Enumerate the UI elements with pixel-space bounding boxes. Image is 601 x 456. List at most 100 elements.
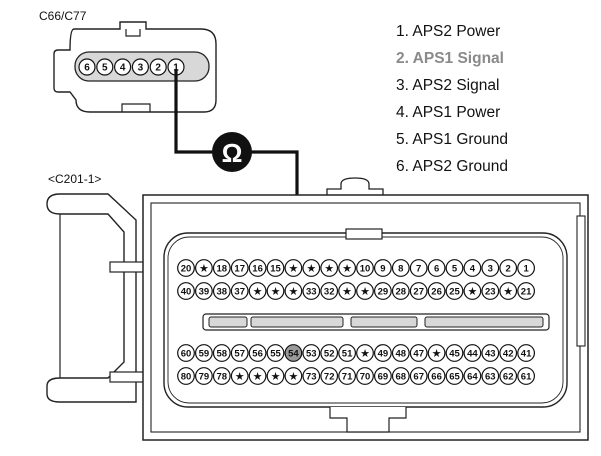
pin-label: 16 <box>252 263 263 274</box>
pin-circle <box>409 367 428 385</box>
pin-circle <box>499 367 518 385</box>
pin-circle <box>338 367 357 385</box>
legend-item: 4. APS1 Power <box>396 104 501 121</box>
connector-c201-pin: ★ <box>356 344 374 362</box>
connector-c201-pin: 33 <box>302 282 321 300</box>
pin-label: 53 <box>306 348 317 359</box>
connector-c201-pin: 17 <box>230 259 249 277</box>
pin-circle <box>248 367 267 385</box>
pin-circle <box>302 282 321 300</box>
pin-circle <box>338 282 357 300</box>
connector-c201-pin: ★ <box>338 259 357 277</box>
pin-circle <box>463 282 482 300</box>
connector-c201-pin: 8 <box>391 259 410 277</box>
connector-c66-pin-5: 5 <box>96 58 114 76</box>
pin-label: 1 <box>173 63 179 74</box>
pin-circle <box>78 58 96 76</box>
pin-label: ★ <box>199 263 209 275</box>
connector-c201-pin: 37 <box>230 282 249 300</box>
pin-label: ★ <box>432 348 442 360</box>
pin-circle <box>131 58 149 76</box>
pin-label: 63 <box>485 371 496 382</box>
pin-label: 32 <box>324 286 335 297</box>
connector-c201-pin: 3 <box>481 259 500 277</box>
pin-circle <box>409 259 428 277</box>
pin-circle <box>409 282 428 300</box>
connector-c201-pin: 56 <box>248 344 267 362</box>
pin-circle <box>284 259 303 277</box>
pin-circle <box>338 344 357 362</box>
pin-label: 66 <box>431 371 442 382</box>
pin-label: 68 <box>396 371 407 382</box>
connector-c201-pin: ★ <box>356 282 374 300</box>
connector-c201-pin: 23 <box>481 282 500 300</box>
pin-circle <box>284 367 303 385</box>
pin-circle <box>284 282 303 300</box>
pin-legend: 1. APS2 Power 2. APS1 Signal 3. APS2 Sig… <box>396 18 508 180</box>
connector-c201-pin: 58 <box>212 344 231 362</box>
connector-c66-pin-6: 6 <box>78 58 96 76</box>
pin-circle <box>212 344 231 362</box>
pin-circle <box>445 344 464 362</box>
pin-circle <box>284 344 303 362</box>
pin-label: 65 <box>449 371 460 382</box>
connector-c201-pin: 67 <box>409 367 428 385</box>
ohm-symbol: Ω <box>222 138 243 168</box>
pin-label: 7 <box>416 263 421 274</box>
pin-label: 41 <box>521 348 532 359</box>
pin-circle <box>374 367 392 385</box>
pin-label: 67 <box>413 371 424 382</box>
connector-c201-pin: ★ <box>284 367 303 385</box>
connector-c201-pin: 45 <box>445 344 464 362</box>
pin-label: 51 <box>342 348 353 359</box>
connector-c201-pin: 29 <box>374 282 392 300</box>
pin-label: ★ <box>288 263 298 275</box>
legend-item: 5. APS1 Ground <box>396 131 509 148</box>
pin-circle <box>177 259 195 277</box>
connector-c201-pin: ★ <box>194 259 213 277</box>
pin-circle <box>374 282 392 300</box>
pin-label: 59 <box>199 348 210 359</box>
connector-c201-pin: 38 <box>212 282 231 300</box>
connector-c201-pin: 20 <box>177 259 195 277</box>
pin-label: 21 <box>521 286 532 297</box>
pin-label: 45 <box>449 348 460 359</box>
pin-circle <box>212 282 231 300</box>
connector-c66-label: C66/C77 <box>39 9 87 23</box>
pin-label: 2 <box>155 63 161 74</box>
connector-c201-pin: 48 <box>391 344 410 362</box>
pin-label: 49 <box>378 348 389 359</box>
pin-label: ★ <box>360 348 370 360</box>
connector-c201-housing <box>46 177 589 441</box>
pin-label: 47 <box>413 348 424 359</box>
pin-circle <box>409 344 428 362</box>
connector-c66-pin-2: 2 <box>149 58 167 76</box>
connector-c201-pin: 21 <box>517 282 535 300</box>
connector-c66-pin-4: 4 <box>113 58 132 76</box>
pin-circle <box>481 344 500 362</box>
pin-circle <box>302 344 321 362</box>
pin-label: 3 <box>488 263 493 274</box>
connector-c201-pin: 79 <box>194 367 213 385</box>
connector-c201-pin: 57 <box>230 344 249 362</box>
connector-c201-pin: 28 <box>391 282 410 300</box>
pin-circle <box>177 367 195 385</box>
connector-c201-pin: ★ <box>248 282 267 300</box>
pin-circle <box>302 259 321 277</box>
pin-label: 20 <box>181 263 192 274</box>
pin-circle <box>463 344 482 362</box>
pin-label: 44 <box>467 348 478 359</box>
pin-circle <box>177 344 195 362</box>
connector-c201-pin: ★ <box>266 282 285 300</box>
connector-c201-pin: ★ <box>284 259 303 277</box>
pin-circle <box>248 282 267 300</box>
connector-c201-pin: 6 <box>427 259 446 277</box>
connector-c201-pin: 63 <box>481 367 500 385</box>
connector-c201-pin: ★ <box>499 282 518 300</box>
pin-label: 18 <box>217 263 228 274</box>
pin-circle <box>320 259 339 277</box>
pin-label: ★ <box>271 286 281 298</box>
connector-c201-pin: 65 <box>445 367 464 385</box>
pin-circle <box>248 259 267 277</box>
